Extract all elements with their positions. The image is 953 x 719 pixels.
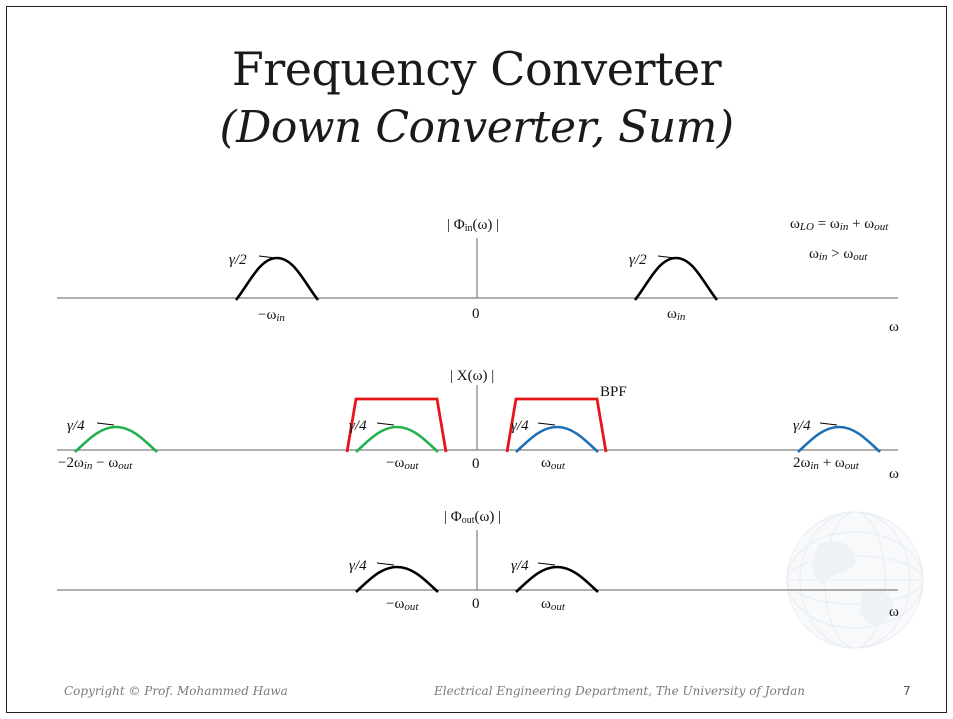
input-pulse-negative	[234, 256, 320, 301]
mixed-pulse-1	[74, 425, 158, 453]
amp-marker	[258, 255, 277, 259]
mixed-tick-1: −2ωin − ωout	[58, 455, 133, 472]
mixed-amp-4: γ/4	[793, 418, 811, 434]
amp-marker	[376, 422, 395, 426]
mixed-tick-4: 2ωin + ωout	[793, 455, 860, 472]
input-axis-var: ω	[889, 319, 899, 335]
input-amp-negative: γ/2	[229, 252, 247, 268]
output-amp-positive: γ/4	[511, 558, 529, 574]
mixed-pulse-2	[355, 425, 439, 453]
globe-watermark	[786, 511, 924, 649]
output-pulse-negative	[355, 565, 439, 593]
output-tick-positive: ωout	[541, 596, 566, 613]
slide-frame	[6, 6, 947, 713]
frequency-condition: ωin > ωout	[809, 246, 868, 263]
bpf-positive	[505, 397, 608, 453]
mixed-amp-3: γ/4	[511, 418, 529, 434]
output-spectrum-plot: | Φout(ω) | γ/4 γ/4 −ωout 0 ωout ω	[57, 509, 899, 620]
department-footer: Electrical Engineering Department, The U…	[434, 684, 806, 698]
copyright-footer: Copyright © Prof. Mohammed Hawa	[64, 684, 288, 698]
amp-marker	[537, 562, 556, 566]
slide-title: Frequency Converter	[231, 42, 722, 96]
output-tick-negative: −ωout	[386, 596, 419, 613]
mixed-tick-3: ωout	[541, 455, 566, 472]
amp-marker	[819, 422, 838, 426]
amp-marker	[96, 422, 115, 426]
mixed-amp-2: γ/4	[349, 418, 367, 434]
output-spectrum-label: | Φout(ω) |	[444, 509, 501, 526]
bpf-label: BPF	[600, 384, 627, 400]
input-pulse-positive	[633, 256, 719, 301]
page-number: 7	[903, 684, 911, 698]
input-amp-positive: γ/2	[629, 252, 647, 268]
mixed-spectrum-label: | X(ω) |	[450, 368, 494, 384]
output-pulse-positive	[515, 565, 599, 593]
mixed-zero: 0	[472, 456, 480, 472]
mixed-pulse-4	[797, 425, 881, 453]
mixed-spectrum-plot: | X(ω) | BPF γ/4 γ/4 γ/4 γ/4 −2ωin − ωou…	[57, 368, 899, 482]
input-tick-positive: ωin	[667, 306, 686, 323]
input-spectrum-label: | Φin(ω) |	[447, 217, 499, 234]
amp-marker	[657, 255, 676, 259]
mixed-tick-2: −ωout	[386, 455, 419, 472]
output-zero: 0	[472, 596, 480, 612]
input-tick-negative: −ωin	[258, 307, 285, 324]
input-zero: 0	[472, 306, 480, 322]
bpf-negative	[345, 397, 448, 453]
input-spectrum-plot: | Φin(ω) | γ/2 γ/2 −ωin 0 ωin ω ωLO = ωi…	[57, 216, 899, 335]
output-amp-negative: γ/4	[349, 558, 367, 574]
amp-marker	[376, 562, 395, 566]
lo-relation: ωLO = ωin + ωout	[790, 216, 889, 233]
mixed-axis-var: ω	[889, 466, 899, 482]
slide-subtitle: (Down Converter, Sum)	[219, 102, 734, 153]
mixed-amp-1: γ/4	[67, 418, 85, 434]
mixed-pulse-3	[515, 425, 599, 453]
amp-marker	[537, 422, 556, 426]
output-axis-var: ω	[889, 604, 899, 620]
